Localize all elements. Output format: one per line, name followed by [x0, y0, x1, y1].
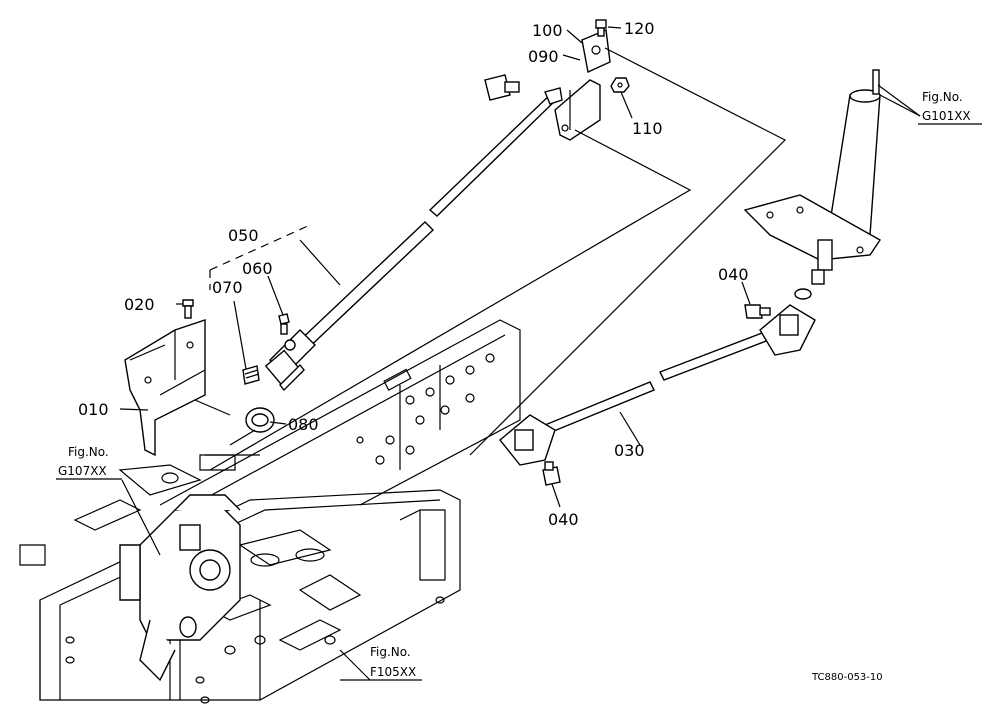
fig-code-g107: G107XX: [58, 464, 107, 478]
callout-070: 070: [212, 278, 243, 297]
callout-090: 090: [528, 47, 559, 66]
bolt-120: [595, 19, 607, 37]
bolt-040-lower: [542, 461, 561, 486]
callout-040-upper: 040: [718, 265, 749, 284]
figure-reference-g101: Fig.No. G101XX: [918, 90, 982, 125]
steering-shaft-050: [264, 87, 563, 392]
nut-110: [610, 77, 630, 93]
bolt-040-upper: [744, 304, 771, 319]
assembly-guide-lines: [194, 47, 787, 471]
callout-060: 060: [242, 259, 273, 278]
intermediate-shaft-030: [499, 304, 816, 466]
drawing-code: TC880-053-10: [811, 672, 883, 683]
fig-label-g107: Fig.No.: [68, 445, 109, 459]
steering-column: [743, 69, 882, 300]
upper-bracket-090: [554, 28, 611, 141]
bolt-070: [242, 365, 260, 385]
callout-110: 110: [632, 119, 663, 138]
callout-labels: 100 120 090 110 050 060 070 020 010 080 …: [78, 19, 749, 529]
frame-holes: [356, 353, 495, 465]
clamp-bolt-060: [278, 313, 290, 335]
fig-code-f105: F105XX: [370, 665, 416, 679]
figure-reference-f105: Fig.No. F105XX: [340, 645, 422, 681]
callout-100: 100: [532, 21, 563, 40]
callout-010: 010: [78, 400, 109, 419]
bolt-020: [182, 299, 194, 319]
leader-lines: [119, 26, 921, 681]
fig-label-g101: Fig.No.: [922, 90, 963, 104]
callout-120: 120: [624, 19, 655, 38]
figure-reference-g107: Fig.No. G107XX: [56, 445, 122, 480]
seal-080: [245, 407, 275, 433]
callout-040-lower: 040: [548, 510, 579, 529]
callout-030: 030: [614, 441, 645, 460]
adapter-bolt: [484, 74, 520, 101]
fig-code-g101: G101XX: [922, 109, 971, 123]
callout-020: 020: [124, 295, 155, 314]
callout-050: 050: [228, 226, 259, 245]
fig-label-f105: Fig.No.: [370, 645, 411, 659]
bracket-010: [124, 319, 206, 457]
callout-080: 080: [288, 415, 319, 434]
chassis-frame: [19, 319, 521, 704]
power-steering-unit: [119, 494, 241, 682]
